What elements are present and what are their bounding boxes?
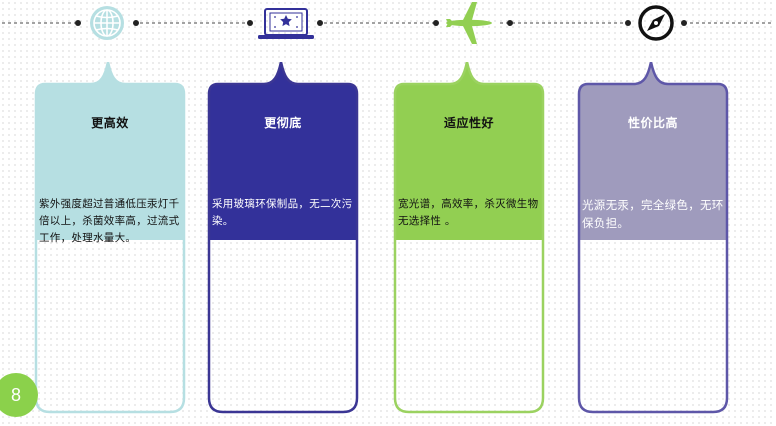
feature-card-efficiency: 更高效 紫外强度超过普通低压汞灯千倍以上，杀菌效率高，过流式工作，处理水量大。	[29, 62, 191, 416]
feature-card-adaptability: 适应性好 宽光谱，高效率，杀灭微生物无选择性 。	[388, 62, 550, 416]
airplane-icon	[446, 2, 492, 44]
feature-card-cost-performance: 性价比高 光源无汞，完全绿色，无环保负担。	[572, 62, 734, 416]
card-shape	[577, 62, 729, 414]
feature-card-thorough: 更彻底 采用玻璃环保制品，无二次污染。	[202, 62, 364, 416]
card-shape	[393, 62, 545, 414]
card-title: 适应性好	[443, 116, 494, 130]
card-description: 光源无汞，完全绿色，无环保负担。	[582, 198, 724, 230]
card-description: 采用玻璃环保制品，无二次污染。	[212, 198, 353, 227]
card-title: 更彻底	[264, 116, 302, 130]
page-number-badge: 8	[0, 373, 38, 417]
compass-icon	[638, 5, 674, 41]
laptop-icon	[258, 8, 314, 39]
card-title: 更高效	[91, 116, 129, 130]
page-number: 8	[10, 384, 21, 405]
card-shape	[207, 62, 359, 414]
timeline-dots	[75, 20, 687, 26]
globe-icon	[90, 6, 124, 40]
timeline	[2, 2, 774, 44]
card-shape	[34, 62, 186, 414]
card-description: 宽光谱，高效率，杀灭微生物无选择性 。	[398, 198, 539, 227]
card-title: 性价比高	[627, 116, 678, 130]
card-description: 紫外强度超过普通低压汞灯千倍以上，杀菌效率高，过流式工作，处理水量大。	[39, 198, 180, 244]
